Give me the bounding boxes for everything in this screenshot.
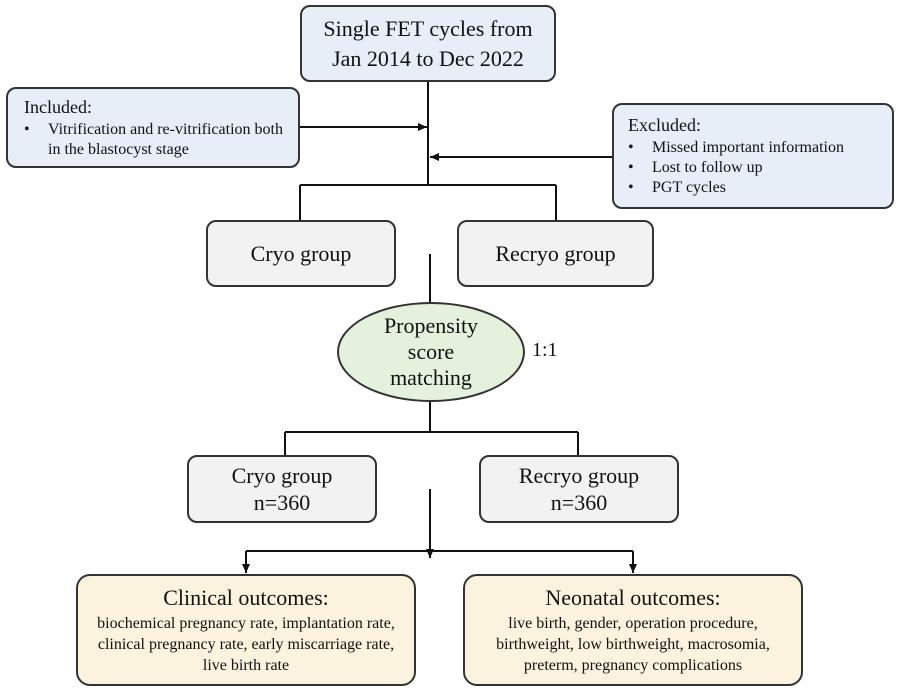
matched-cryo-label: Cryo group [231,463,333,488]
matched-cryo-group-box: Cryo group n=360 [187,455,377,523]
excluded-item: Lost to follow up [628,158,844,178]
excluded-header: Excluded: [628,115,701,135]
cryo-group-label: Cryo group [250,240,352,266]
neonatal-outcomes-title: Neonatal outcomes: [545,584,721,610]
start-line-1: Single FET cycles from [323,15,533,41]
neonatal-outcomes-box: Neonatal outcomes: live birth, gender, o… [463,574,803,686]
psm-line-1: Propensity [383,313,479,338]
recryo-group-box: Recryo group [457,220,654,287]
clinical-outcomes-body: biochemical pregnancy rate, implantation… [97,614,395,674]
matching-ratio: 1:1 [532,339,558,361]
clinical-outcomes-title: Clinical outcomes: [163,584,329,610]
recryo-group-label: Recryo group [495,240,616,266]
neonatal-outcomes-body: live birth, gender, operation procedure,… [496,614,770,674]
psm-line-3: matching [390,365,472,390]
clinical-outcomes-box: Clinical outcomes: biochemical pregnancy… [76,574,416,686]
matched-recryo-count: n=360 [550,490,608,515]
matched-cryo-count: n=360 [253,490,311,515]
excluded-item: PGT cycles [628,178,844,198]
included-item: Vitrification and re-vitrification both … [24,120,298,160]
matched-recryo-label: Recryo group [518,463,640,488]
start-line-2: Jan 2014 to Dec 2022 [332,45,524,71]
excluded-box: Excluded: Missed important information L… [612,103,894,209]
start-box: Single FET cycles from Jan 2014 to Dec 2… [300,5,556,82]
psm-line-2: score [407,339,455,364]
propensity-score-matching-ellipse: Propensity score matching [337,302,525,402]
included-header: Included: [24,96,92,117]
cryo-group-box: Cryo group [206,220,396,287]
excluded-item: Missed important information [628,138,844,158]
matched-recryo-group-box: Recryo group n=360 [479,455,679,523]
included-box: Included: Vitrification and re-vitrifica… [6,87,300,168]
